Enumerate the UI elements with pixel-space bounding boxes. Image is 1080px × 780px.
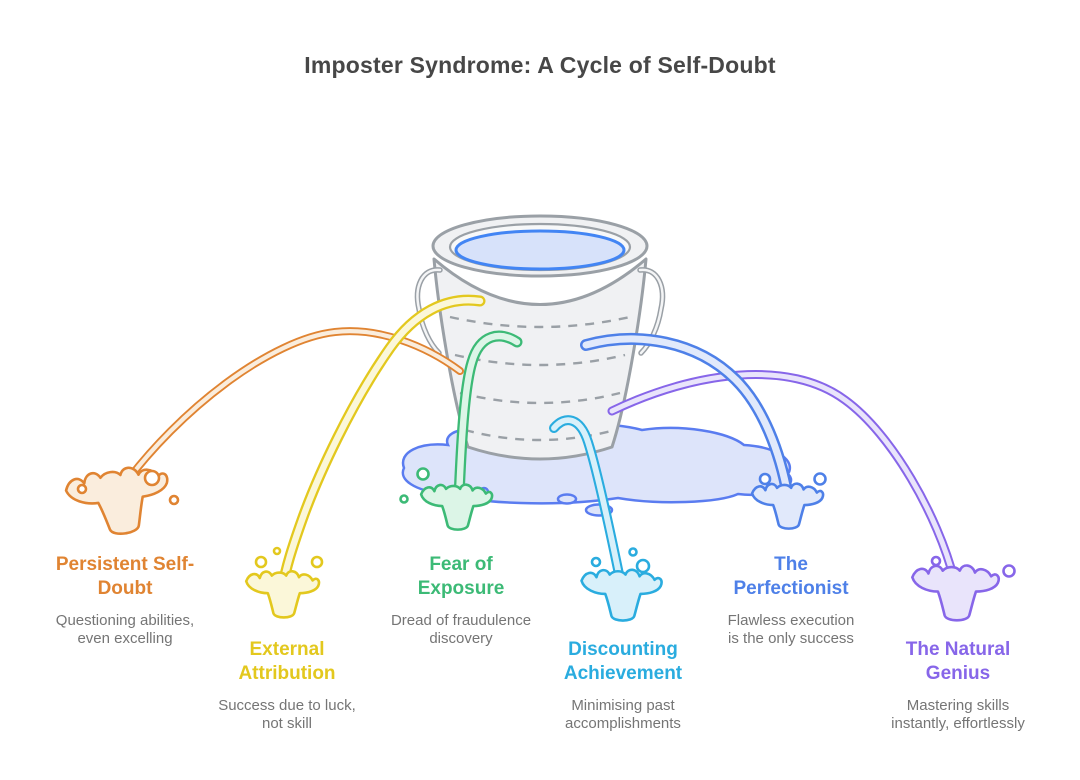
splash-the-natural-genius bbox=[911, 555, 1016, 622]
splash-external-attribution bbox=[245, 546, 324, 619]
label-the-perfectionist: The Perfectionist Flawless execution is … bbox=[691, 553, 891, 648]
stream-the-perfectionist bbox=[580, 333, 794, 502]
splash-droplet bbox=[254, 555, 268, 569]
stream-inner bbox=[118, 329, 463, 492]
splash-crown bbox=[580, 568, 663, 622]
stream-inner bbox=[582, 335, 792, 500]
splash-discounting-achievement bbox=[580, 547, 663, 622]
page-title: Imposter Syndrome: A Cycle of Self-Doubt bbox=[304, 52, 776, 78]
streams bbox=[117, 294, 959, 591]
splash-droplet bbox=[168, 494, 180, 506]
splash-droplet bbox=[76, 483, 88, 495]
splash-crown bbox=[911, 564, 1000, 622]
item-description: Success due to luck, not skill bbox=[218, 697, 356, 732]
label-fear-of-exposure: Fear of Exposure Dread of fraudulence di… bbox=[361, 553, 561, 648]
stream-the-natural-genius bbox=[607, 370, 959, 584]
item-description: Mastering skills instantly, effortlessly bbox=[891, 697, 1025, 732]
stream-inner bbox=[551, 417, 624, 587]
bucket-body bbox=[432, 257, 648, 461]
label-the-natural-genius: The Natural Genius Mastering skills inst… bbox=[858, 638, 1058, 733]
item-title: The Natural Genius bbox=[905, 639, 1011, 684]
stream-external-attribution bbox=[277, 294, 486, 591]
splash-fear-of-exposure bbox=[399, 467, 494, 531]
bucket-handle-left-inner bbox=[416, 268, 442, 355]
stream-inner bbox=[279, 297, 484, 589]
splash-droplet bbox=[628, 547, 638, 557]
water-surface bbox=[454, 229, 626, 271]
splash-droplet bbox=[758, 472, 772, 486]
stream-inner bbox=[455, 332, 521, 502]
item-title: The Perfectionist bbox=[733, 554, 849, 599]
splash-droplet bbox=[590, 556, 602, 568]
splash-crown bbox=[420, 483, 494, 531]
splash-droplet bbox=[310, 555, 324, 569]
item-description: Dread of fraudulence discovery bbox=[390, 612, 532, 647]
splash-droplet bbox=[399, 494, 409, 504]
puddle-droplet bbox=[556, 493, 578, 505]
splash-the-perfectionist bbox=[751, 472, 827, 530]
label-external-attribution: External Attribution Success due to luck… bbox=[187, 638, 387, 733]
splash-crown bbox=[751, 482, 825, 530]
item-title: Fear of Exposure bbox=[417, 554, 505, 599]
dashed-band bbox=[449, 315, 631, 329]
bucket bbox=[414, 214, 666, 461]
stream-discounting-achievement bbox=[549, 415, 626, 589]
dashed-band bbox=[459, 391, 621, 405]
splash-droplet bbox=[416, 467, 430, 481]
label-persistent-self-doubt: Persistent Self- Doubt Questioning abili… bbox=[25, 553, 225, 648]
stream-fear-of-exposure bbox=[453, 330, 523, 504]
item-title: Discounting Achievement bbox=[563, 639, 683, 684]
item-description: Questioning abilities, even excelling bbox=[55, 612, 195, 647]
item-title: Persistent Self- Doubt bbox=[55, 554, 195, 599]
stream-inner bbox=[609, 372, 957, 582]
splash-droplet bbox=[143, 469, 161, 487]
splash-droplet bbox=[1002, 564, 1016, 578]
dashed-band bbox=[464, 428, 616, 442]
item-description: Flawless execution is the only success bbox=[727, 612, 855, 647]
splashes bbox=[62, 461, 1016, 622]
item-title: External Attribution bbox=[238, 639, 336, 684]
splash-droplet bbox=[272, 546, 282, 556]
splash-droplet bbox=[930, 555, 942, 567]
splash-persistent-self-doubt bbox=[62, 461, 180, 543]
label-discounting-achievement: Discounting Achievement Minimising past … bbox=[523, 638, 723, 733]
splash-droplet bbox=[813, 472, 827, 486]
splash-crown bbox=[245, 570, 320, 619]
splash-droplet bbox=[635, 558, 651, 574]
stream-persistent-self-doubt bbox=[117, 327, 464, 493]
item-description: Minimising past accomplishments bbox=[565, 697, 681, 732]
